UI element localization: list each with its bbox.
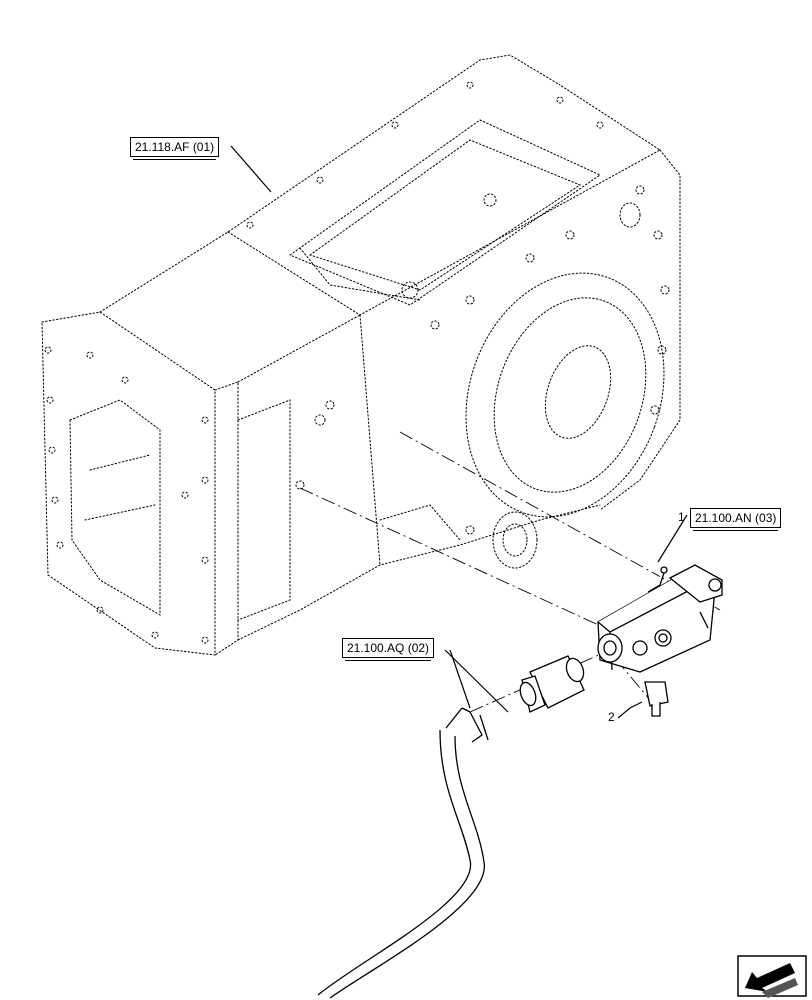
housing-reference-label[interactable]: 21.118.AF (01) bbox=[130, 137, 220, 160]
hose bbox=[317, 707, 489, 999]
hose-fitting bbox=[519, 655, 585, 713]
transmission-housing bbox=[41, 54, 681, 656]
valve-reference-label[interactable]: 21.100.AN (03) bbox=[690, 508, 782, 531]
bolt-item-number: 2 bbox=[608, 710, 615, 724]
hose-reference-label[interactable]: 21.100.AQ (02) bbox=[342, 638, 435, 661]
bolt bbox=[644, 681, 669, 717]
arrow-left-icon[interactable] bbox=[738, 956, 806, 996]
valve-item-number: 1 bbox=[678, 510, 685, 524]
navigation-arrow-graphic bbox=[737, 955, 807, 998]
assembly-lines bbox=[299, 431, 721, 713]
leader-lines bbox=[230, 145, 688, 719]
valve-assembly bbox=[597, 564, 723, 673]
housing-bolt-holes bbox=[44, 81, 670, 644]
